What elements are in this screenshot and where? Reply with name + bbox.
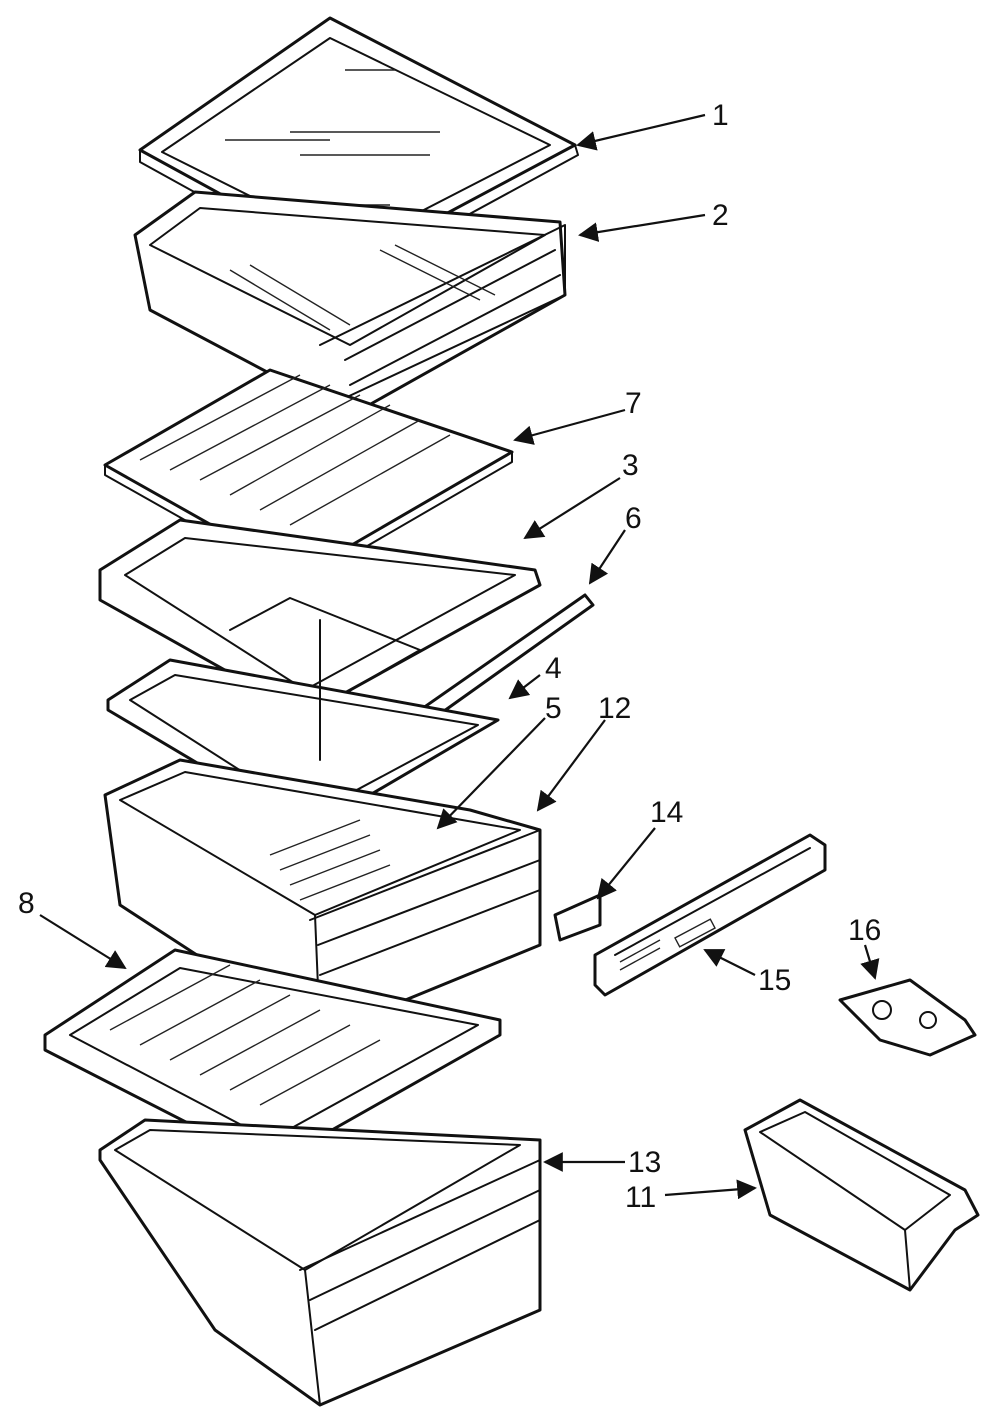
leader-6	[588, 529, 626, 585]
part-8-lower-shelf	[43, 948, 502, 1167]
callout-8: 8	[18, 887, 35, 920]
leader-5	[436, 717, 546, 830]
callout-6: 6	[625, 502, 642, 535]
callout-12: 12	[598, 692, 631, 725]
callout-13: 13	[628, 1146, 661, 1179]
part-2-drawer	[133, 190, 567, 412]
leader-14	[596, 827, 656, 900]
callout-14: 14	[650, 796, 683, 829]
leader-4	[508, 674, 541, 700]
leader-12	[536, 719, 606, 812]
callout-1: 1	[712, 99, 729, 132]
leader-16	[860, 944, 880, 980]
leader-1	[576, 113, 706, 151]
part-11-small-bin	[743, 1098, 980, 1292]
leader-15	[703, 949, 756, 976]
callout-7: 7	[625, 387, 642, 420]
part-14-clip	[553, 893, 602, 942]
part-15-control-bar	[593, 833, 827, 997]
leader-2	[578, 213, 706, 242]
callout-5: 5	[545, 692, 562, 725]
part-12-crisper-drawer	[103, 758, 542, 1037]
leader-7	[513, 408, 626, 445]
callout-3: 3	[622, 449, 639, 482]
callout-15: 15	[758, 964, 791, 997]
part-16-knob-housing	[838, 978, 977, 1057]
part-3-shelf-frame	[98, 518, 542, 717]
callout-16: 16	[848, 914, 881, 947]
leader-11	[664, 1179, 757, 1200]
leader-8	[39, 914, 127, 970]
part-13-large-pan	[98, 1118, 542, 1407]
leader-3	[523, 477, 621, 540]
callout-4: 4	[545, 652, 562, 685]
callout-11: 11	[625, 1181, 656, 1214]
callout-2: 2	[712, 199, 729, 232]
